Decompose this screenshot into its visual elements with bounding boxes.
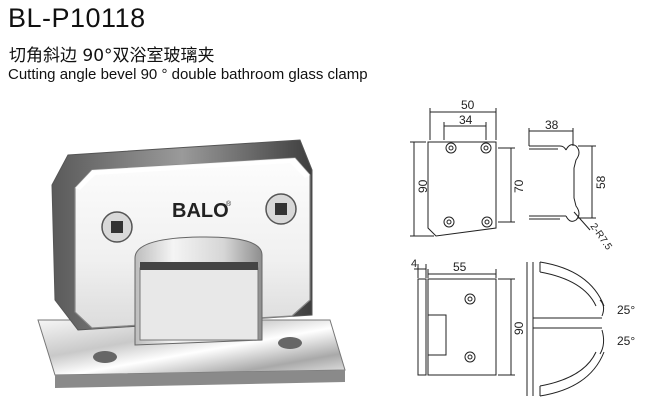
screw-hole-left bbox=[93, 351, 117, 363]
front-view-drawing bbox=[410, 108, 515, 237]
plan-view-drawing bbox=[414, 264, 515, 376]
dim-front-height-outer: 90 bbox=[416, 179, 430, 193]
hinge-block bbox=[134, 236, 263, 346]
dim-top-angle-lower: 25° bbox=[617, 334, 635, 348]
dim-side-radius: 2-R7.5 bbox=[588, 221, 614, 252]
dim-side-height: 58 bbox=[594, 175, 608, 189]
product-photo: BALO ® bbox=[37, 139, 346, 388]
brand-logo: BALO bbox=[172, 200, 229, 222]
screw-left bbox=[101, 211, 133, 243]
dim-plan-height: 90 bbox=[512, 321, 526, 335]
side-view-drawing bbox=[528, 128, 596, 231]
product-code: BL-P10118 bbox=[8, 3, 146, 33]
dim-top-angle-upper: 25° bbox=[617, 303, 635, 317]
top-view-drawing bbox=[526, 261, 605, 397]
dim-plan-width: 55 bbox=[453, 260, 467, 274]
dim-plan-thickness: 4 bbox=[411, 258, 417, 270]
dim-front-height-inner: 70 bbox=[512, 179, 526, 193]
product-title-chinese: 切角斜边 90°双浴室玻璃夹 bbox=[9, 46, 215, 66]
brand-registered-mark: ® bbox=[226, 200, 232, 208]
base-plate bbox=[37, 319, 346, 388]
screw-hole-right bbox=[278, 337, 302, 349]
dim-front-width-inner: 34 bbox=[459, 113, 473, 127]
product-title-english: Cutting angle bevel 90 ° double bathroom… bbox=[8, 66, 368, 83]
dim-side-depth: 38 bbox=[545, 118, 559, 132]
dim-front-width-outer: 50 bbox=[461, 98, 475, 112]
screw-right bbox=[265, 193, 297, 225]
